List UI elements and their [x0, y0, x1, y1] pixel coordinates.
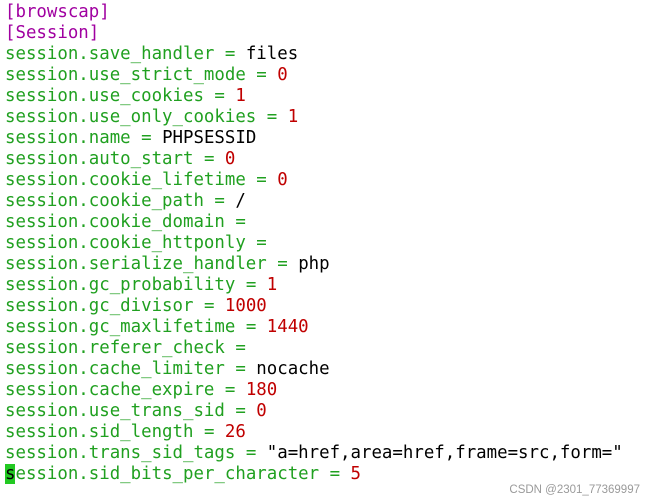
config-value: 0 — [224, 149, 236, 169]
assignment-operator: = — [245, 65, 278, 85]
assignment-operator: = — [224, 401, 257, 421]
assignment-operator: = — [224, 212, 246, 232]
config-line: session.auto_start = 0 — [5, 149, 645, 170]
config-key: session.cookie_lifetime — [5, 170, 246, 190]
config-line: session.save_handler = files — [5, 44, 645, 65]
assignment-operator: = — [235, 317, 267, 337]
text-cursor: s — [5, 464, 16, 484]
config-key: session.cookie_path — [5, 191, 204, 211]
config-value: files — [245, 44, 299, 64]
config-value: 1440 — [266, 317, 309, 337]
config-line: session.cookie_domain = — [5, 212, 645, 233]
config-key: session.cache_limiter — [5, 359, 225, 379]
assignment-operator: = — [130, 128, 163, 148]
config-value: 180 — [245, 380, 278, 400]
config-line: session.name = PHPSESSID — [5, 128, 645, 149]
config-key: session.referer_check — [5, 338, 225, 358]
config-line: session.use_only_cookies = 1 — [5, 107, 645, 128]
config-line: session.sid_length = 26 — [5, 422, 645, 443]
config-line: session.sid_bits_per_character = 5 — [5, 464, 645, 485]
config-value: 0 — [256, 401, 267, 421]
assignment-operator: = — [193, 296, 225, 316]
config-line: session.use_strict_mode = 0 — [5, 65, 645, 86]
config-key: session.trans_sid_tags — [5, 443, 236, 463]
config-key: session.cookie_domain — [5, 212, 225, 232]
config-key: session.sid_length — [5, 422, 194, 442]
config-value: 1 — [266, 275, 278, 295]
config-key: session.save_handler — [5, 44, 215, 64]
assignment-operator: = — [266, 254, 299, 274]
assignment-operator: = — [203, 86, 236, 106]
config-value: 0 — [277, 170, 288, 190]
config-value: 5 — [350, 464, 362, 484]
config-key: session.cookie_httponly — [5, 233, 246, 253]
config-value: 0 — [277, 65, 288, 85]
config-line: session.trans_sid_tags = "a=href,area=hr… — [5, 443, 645, 464]
section-name: [Session] — [5, 23, 100, 43]
config-key: session.use_cookies — [5, 86, 204, 106]
config-editor[interactable]: [browscap][Session]session.save_handler … — [5, 2, 645, 497]
assignment-operator: = — [245, 170, 278, 190]
config-section-header: [Session] — [5, 23, 645, 44]
config-key: session.name — [5, 128, 131, 148]
config-key: session.serialize_handler — [5, 254, 267, 274]
config-value: php — [298, 254, 330, 274]
assignment-operator: = — [193, 422, 225, 442]
config-line: session.use_trans_sid = 0 — [5, 401, 645, 422]
config-key: session.gc_divisor — [5, 296, 194, 316]
assignment-operator: = — [193, 149, 225, 169]
config-key: session.gc_maxlifetime — [5, 317, 236, 337]
csdn-watermark: CSDN @2301_77369997 — [509, 484, 640, 496]
config-line: session.gc_probability = 1 — [5, 275, 645, 296]
assignment-operator: = — [203, 191, 236, 211]
config-line: session.serialize_handler = php — [5, 254, 645, 275]
config-value: 1 — [287, 107, 299, 127]
assignment-operator: = — [214, 44, 246, 64]
config-line: session.cookie_lifetime = 0 — [5, 170, 645, 191]
config-value: 1 — [235, 86, 246, 106]
section-name: [browscap] — [5, 2, 110, 22]
config-key: session.gc_probability — [5, 275, 236, 295]
config-key: session.use_trans_sid — [5, 401, 225, 421]
config-key: session.sid_bits_per_character — [5, 464, 320, 484]
assignment-operator: = — [319, 464, 351, 484]
config-line: session.cookie_path = / — [5, 191, 645, 212]
config-value: 26 — [224, 422, 246, 442]
config-line: session.gc_divisor = 1000 — [5, 296, 645, 317]
config-value: "a=href,area=href,frame=src,form=" — [266, 443, 623, 463]
assignment-operator: = — [235, 275, 267, 295]
config-key: session.use_only_cookies — [5, 107, 257, 127]
assignment-operator: = — [245, 233, 267, 253]
config-value: nocache — [256, 359, 330, 379]
assignment-operator: = — [224, 359, 257, 379]
assignment-operator: = — [224, 338, 246, 358]
assignment-operator: = — [235, 443, 267, 463]
config-key: session.auto_start — [5, 149, 194, 169]
config-value: PHPSESSID — [162, 128, 257, 148]
config-line: session.referer_check = — [5, 338, 645, 359]
config-key: session.use_strict_mode — [5, 65, 246, 85]
config-value: 1000 — [224, 296, 267, 316]
config-line: session.cache_expire = 180 — [5, 380, 645, 401]
config-line: session.use_cookies = 1 — [5, 86, 645, 107]
config-section-header: [browscap] — [5, 2, 645, 23]
config-key: session.cache_expire — [5, 380, 215, 400]
config-line: session.gc_maxlifetime = 1440 — [5, 317, 645, 338]
assignment-operator: = — [214, 380, 246, 400]
assignment-operator: = — [256, 107, 288, 127]
config-value: / — [235, 191, 246, 211]
config-line: session.cache_limiter = nocache — [5, 359, 645, 380]
config-line: session.cookie_httponly = — [5, 233, 645, 254]
